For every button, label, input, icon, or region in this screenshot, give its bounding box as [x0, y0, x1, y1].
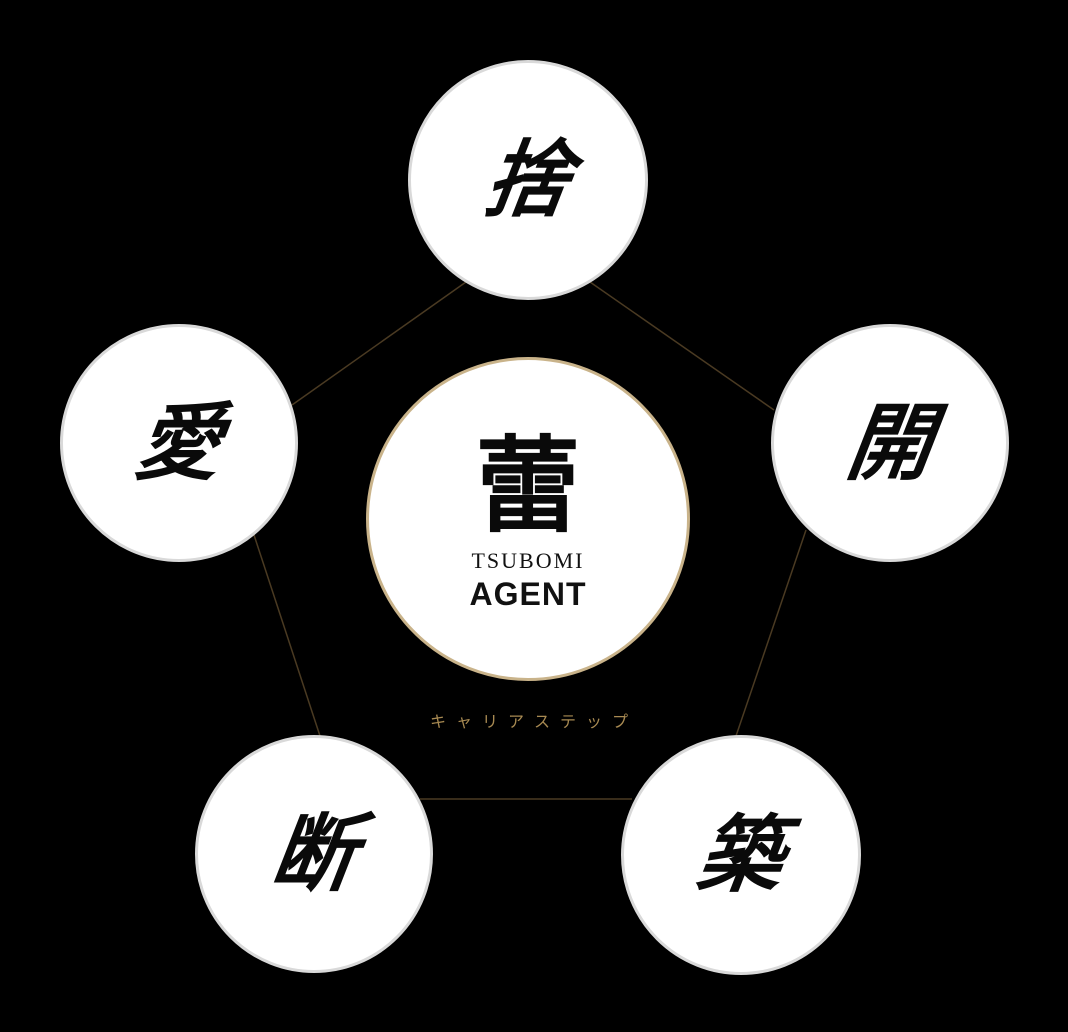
kanji-chiku: 築	[692, 805, 791, 904]
kanji-kai: 開	[841, 393, 940, 492]
node-right: 開	[771, 324, 1009, 562]
center-logo: 蕾 TSUBOMI AGENT	[366, 357, 690, 681]
kanji-sha: 捨	[479, 130, 578, 229]
logo-title: AGENT	[469, 575, 587, 612]
connector-right-bottom-right	[735, 529, 807, 737]
logo-kanji: 蕾	[475, 423, 580, 547]
connector-top-right	[589, 281, 775, 411]
connector-top-left	[291, 281, 467, 406]
node-top: 捨	[408, 60, 648, 300]
node-left: 愛	[60, 324, 298, 562]
node-bottom-left: 断	[195, 735, 433, 973]
connector-left-bottom-left	[253, 534, 321, 737]
career-step-caption: キャリアステップ	[429, 712, 638, 731]
kanji-dan: 断	[265, 804, 364, 903]
node-bottom-right: 築	[621, 735, 861, 975]
kanji-ai: 愛	[130, 393, 229, 492]
logo-subtitle: TSUBOMI	[471, 547, 585, 573]
